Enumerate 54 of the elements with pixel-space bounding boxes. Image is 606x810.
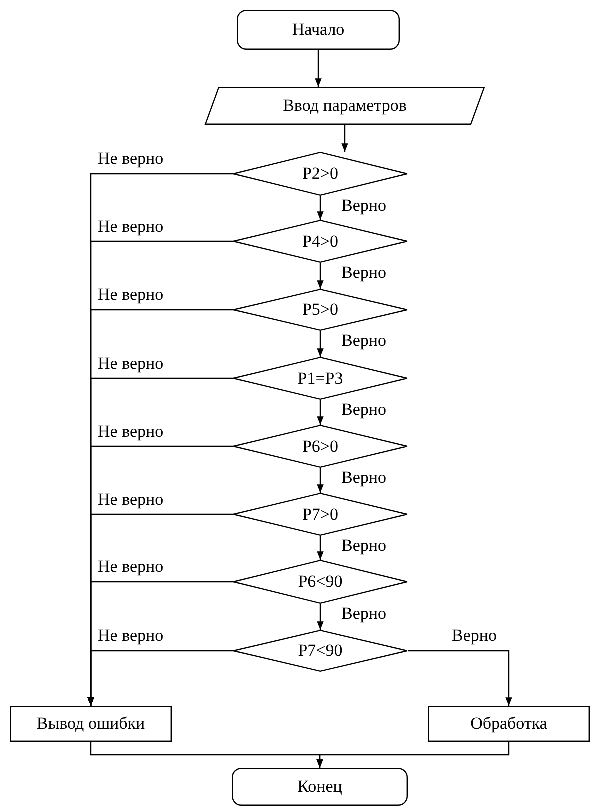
- arrow: [317, 263, 324, 289]
- edge-label: Верно: [451, 627, 498, 646]
- edge-label: Не верно: [97, 218, 165, 236]
- decision-diamond: [233, 220, 408, 263]
- node-label: P2>0: [302, 164, 339, 184]
- edge-label: Не верно: [97, 150, 165, 169]
- node-label: Начало: [292, 20, 345, 40]
- decision-diamond: [233, 630, 408, 672]
- arrow: [342, 125, 348, 152]
- terminal-box: [232, 768, 408, 806]
- arrow: [317, 536, 324, 560]
- process-box: [428, 706, 590, 742]
- edge-label: Не верно: [97, 558, 165, 577]
- node-label: P6>0: [302, 436, 339, 456]
- arrow: [316, 742, 510, 768]
- decision-diamond: [233, 493, 408, 536]
- node-label: P7>0: [302, 504, 339, 524]
- edge-label: Не верно: [97, 354, 165, 374]
- decision-diamond: [233, 357, 408, 400]
- arrow: [315, 50, 322, 87]
- edge-label: Верно: [340, 197, 388, 216]
- edge-label: Верно: [340, 605, 388, 624]
- decision-diamond: [233, 152, 408, 196]
- edge-label: Не верно: [97, 627, 165, 646]
- edge-label: Не верно: [97, 490, 165, 510]
- node-label: Конец: [298, 777, 342, 797]
- node-label: Вывод ошибки: [36, 714, 146, 734]
- node-label: Ввод параметров: [283, 96, 407, 116]
- node-label: P7<90: [298, 641, 343, 661]
- arrow: [88, 650, 233, 706]
- decision-diamond: [233, 560, 408, 604]
- arrow: [317, 331, 324, 357]
- arrow: [317, 196, 324, 220]
- decision-diamond: [233, 289, 408, 331]
- input-parallelogram: [205, 87, 485, 125]
- arrow: [317, 400, 324, 425]
- decision-diamond: [233, 425, 408, 468]
- node-label: P5>0: [302, 300, 339, 320]
- edge-label: Верно: [340, 537, 388, 556]
- edge-label: Верно: [340, 264, 388, 283]
- node-label: P6<90: [298, 572, 343, 592]
- node-label: P1=P3: [298, 368, 344, 388]
- edge-label: Верно: [340, 469, 388, 488]
- node-label: P4>0: [302, 232, 339, 252]
- edge-label: Верно: [340, 401, 388, 420]
- process-box: [10, 706, 172, 742]
- node-label: Обработка: [470, 714, 548, 734]
- arrow: [317, 468, 324, 493]
- arrow: [408, 650, 512, 706]
- edge-label: Верно: [340, 332, 388, 351]
- edge-label: Не верно: [97, 286, 165, 305]
- arrow: [317, 604, 324, 630]
- terminal-box: [237, 10, 400, 50]
- edge-label: Не верно: [97, 422, 165, 442]
